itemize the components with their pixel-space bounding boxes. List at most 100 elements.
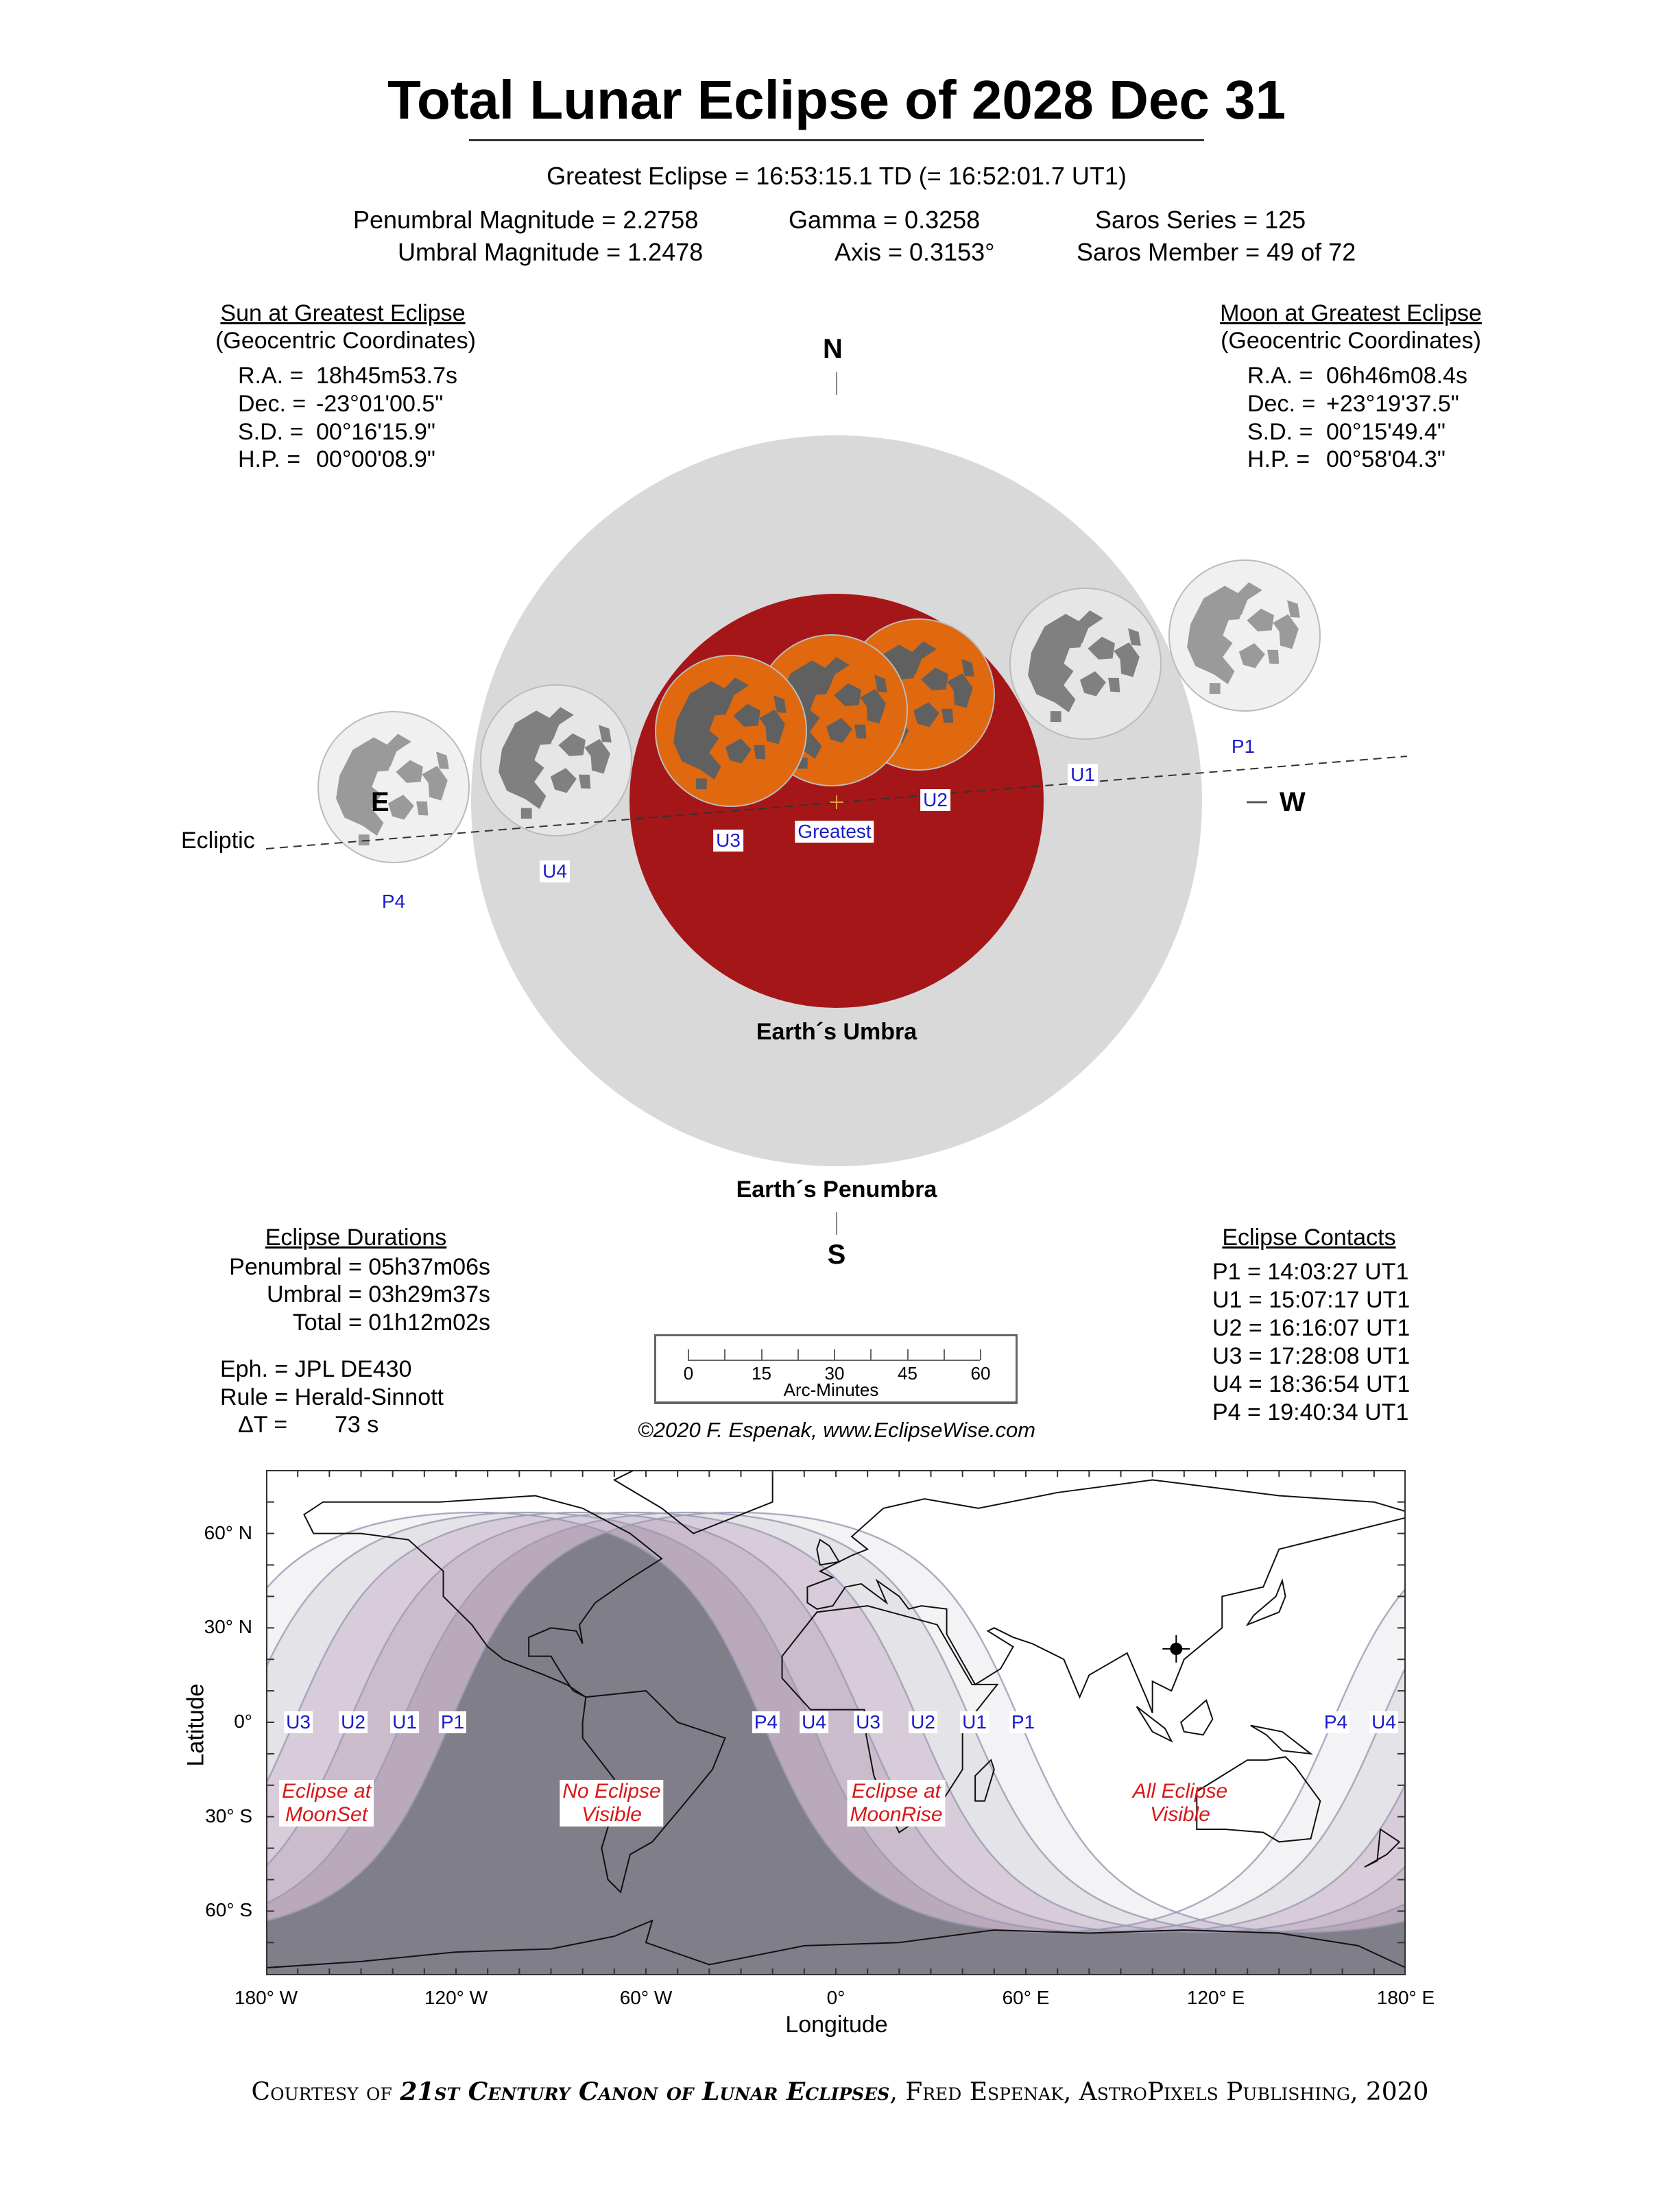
curve-label: U4	[800, 1711, 828, 1733]
scale-tick	[688, 1349, 689, 1360]
title-divider	[469, 139, 1204, 141]
curve-label: U3	[854, 1711, 883, 1733]
latitude-axis-label: Latitude	[182, 1683, 209, 1767]
scale-tick	[980, 1349, 981, 1360]
lon-tick-label: 60° E	[1002, 1987, 1050, 2008]
curve-label: U2	[339, 1711, 368, 1733]
moon-p4	[317, 711, 470, 863]
copyright: ©2020 F. Espenak, www.EclipseWise.com	[637, 1418, 1036, 1442]
coastline-north-america	[303, 1495, 663, 1698]
footer-credit: Courtesy of 21st Century Canon of Lunar …	[252, 2077, 1429, 2106]
scale-tick-label: 15	[752, 1363, 771, 1384]
position-label-u2: U2	[920, 789, 950, 811]
curve-label: P1	[438, 1711, 467, 1733]
coord-label: S.D. =	[1247, 419, 1313, 445]
umbral-duration: Umbral = 03h29m37s	[266, 1281, 490, 1307]
saros-member: Saros Member = 49 of 72	[1077, 238, 1356, 266]
position-label-p1: P1	[1231, 736, 1256, 757]
scale-tick	[834, 1349, 835, 1360]
coastline-south-america	[581, 1690, 726, 1894]
lon-tick-label: 120° E	[1186, 1987, 1245, 2008]
coastline-borneo	[1180, 1699, 1214, 1736]
sun-title: Sun at Greatest Eclipse	[220, 300, 466, 326]
lon-tick-label: 180° E	[1376, 1987, 1435, 2008]
coastline-new-zealand	[1364, 1828, 1401, 1868]
footer-c: , Fred Espenak, AstroPixels Publishing, …	[889, 2078, 1429, 2106]
delta-t-label: ΔT =	[238, 1412, 288, 1438]
coord-label: R.A. =	[238, 363, 304, 389]
scale-tick	[870, 1349, 872, 1360]
moon-u1	[1009, 588, 1162, 740]
coord-value: 00°15'49.4"	[1326, 419, 1445, 445]
lat-tick-label: 60° S	[205, 1899, 252, 1921]
coastline-greenland	[612, 1470, 773, 1534]
moon-u3	[655, 655, 807, 807]
contact-u3: U3 = 17:28:08 UT1	[1212, 1343, 1411, 1369]
contact-p4: P4 = 19:40:34 UT1	[1212, 1399, 1409, 1425]
scale-tick-label: 0	[683, 1363, 694, 1384]
west-label: W	[1280, 787, 1306, 817]
penumbral-duration: Penumbral = 05h37m06s	[229, 1254, 490, 1280]
south-tick	[836, 1212, 837, 1235]
umbra-label: Earth´s Umbra	[756, 1019, 917, 1045]
coastline-japan	[1245, 1578, 1286, 1626]
coastline-antarctica	[266, 1919, 1406, 1975]
coord-label: Dec. =	[1247, 391, 1316, 417]
sun-subtitle: (Geocentric Coordinates)	[215, 328, 476, 354]
coord-label: R.A. =	[1247, 363, 1313, 389]
footer-book-title: 21st Century Canon of Lunar Eclipses	[400, 2077, 890, 2106]
region-label-line2: MoonRise	[850, 1803, 943, 1826]
contact-u4: U4 = 18:36:54 UT1	[1212, 1371, 1411, 1397]
region-label-line1: No Eclipse	[562, 1780, 661, 1803]
umbral-magnitude: Umbral Magnitude = 1.2478	[398, 238, 704, 266]
curve-label: U1	[390, 1711, 419, 1733]
scale-tick	[724, 1349, 726, 1360]
east-label: E	[371, 787, 389, 817]
rule: Rule = Herald-Sinnott	[220, 1384, 444, 1410]
curve-label: P1	[1009, 1711, 1037, 1733]
scale-tick-label: 45	[898, 1363, 917, 1384]
lat-tick-label: 60° N	[204, 1521, 252, 1543]
north-tick	[836, 372, 837, 395]
scale-tick	[943, 1349, 945, 1360]
moon-title: Moon at Greatest Eclipse	[1220, 300, 1482, 326]
total-duration: Total = 01h12m02s	[292, 1310, 490, 1336]
gamma: Gamma = 0.3258	[789, 206, 981, 234]
lon-tick-label: 120° W	[424, 1987, 488, 2008]
world-map-outline	[266, 1470, 1406, 1975]
ecliptic-label: Ecliptic	[181, 828, 255, 854]
map-frame	[266, 1470, 1406, 1975]
lon-tick-label: 0°	[826, 1987, 845, 2008]
position-label-p4: P4	[381, 891, 406, 912]
curve-label: U4	[1369, 1711, 1398, 1733]
delta-t-value: 73 s	[335, 1412, 379, 1438]
coord-label: H.P. =	[238, 446, 301, 472]
moon-p1	[1168, 559, 1321, 712]
coord-value: +23°19'37.5"	[1326, 391, 1459, 417]
scale-tick-label: 60	[970, 1363, 991, 1384]
coord-label: H.P. =	[1247, 446, 1310, 472]
coord-value: 00°16'15.9"	[316, 419, 435, 445]
coastline-australia	[1196, 1756, 1321, 1843]
coastline-madagascar	[974, 1759, 995, 1802]
ecliptic-line	[265, 756, 1408, 849]
sublunar-cross-icon	[1162, 1635, 1190, 1663]
durations-title: Eclipse Durations	[265, 1225, 447, 1251]
scale-tick	[797, 1349, 799, 1360]
coord-value: 00°58'04.3"	[1326, 446, 1445, 472]
penumbra-label: Earth´s Penumbra	[736, 1177, 937, 1203]
lon-tick-label: 60° W	[619, 1987, 673, 2008]
scale-line	[688, 1360, 980, 1361]
coord-value: 06h46m08.4s	[1326, 363, 1468, 389]
contact-p1: P1 = 14:03:27 UT1	[1212, 1259, 1409, 1285]
position-label-u4: U4	[540, 860, 570, 882]
contact-u1: U1 = 15:07:17 UT1	[1212, 1287, 1411, 1313]
curve-label: P4	[752, 1711, 780, 1733]
coord-value: 00°00'08.9"	[316, 446, 435, 472]
contact-u2: U2 = 16:16:07 UT1	[1212, 1315, 1411, 1341]
curve-label: U3	[284, 1711, 313, 1733]
north-label: N	[823, 334, 843, 364]
